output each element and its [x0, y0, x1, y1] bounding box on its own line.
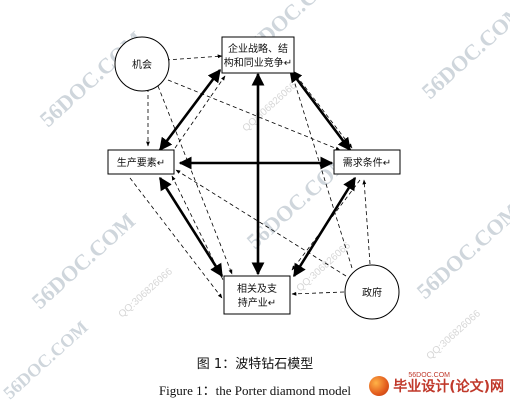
node-strategy-line2: 构和同业竞争↵	[224, 56, 292, 69]
node-government: 政府	[344, 264, 400, 320]
arrow-demand-related	[292, 176, 357, 278]
arrow-factor-related	[158, 176, 224, 278]
node-strategy-line1: 企业战略、结	[228, 42, 288, 55]
node-related: 相关及支 持产业↵	[223, 275, 291, 315]
brand-text: 毕业设计(论文)网	[393, 379, 504, 395]
node-related-line1: 相关及支	[237, 282, 277, 295]
link-government-related	[291, 291, 345, 296]
node-factor: 生产要素↵	[107, 149, 175, 175]
node-related-line2: 持产业↵	[238, 296, 276, 309]
arrow-strategy-demand	[288, 68, 352, 152]
watermark-site-6: 56DOC.COM	[412, 198, 510, 304]
watermark-qq-2: QQ:306826066	[117, 266, 176, 320]
watermark-qq-1: QQ:306826066	[241, 80, 300, 134]
link-chance-demand	[167, 79, 341, 151]
node-chance-label: 机会	[132, 58, 152, 71]
watermark-site-4: 56DOC.COM	[27, 208, 141, 314]
brand-logo-icon	[369, 376, 390, 396]
link-chance-related	[157, 85, 233, 275]
link-strategy-demand	[291, 69, 353, 149]
link-chance-strategy	[165, 54, 223, 61]
node-demand: 需求条件↵	[333, 149, 401, 175]
watermark-site-3: 56DOC.COM	[417, 0, 510, 104]
node-government-label: 政府	[362, 286, 382, 299]
link-factor-strategy	[174, 75, 226, 149]
node-chance: 机会	[114, 36, 170, 92]
figure-caption-en: Figure 1：the Porter diamond model	[158, 383, 352, 398]
arrow-strategy-factor	[158, 68, 222, 152]
node-strategy: 企业战略、结 构和同业竞争↵	[221, 36, 295, 74]
link-factor-related	[129, 177, 223, 299]
link-government-demand	[362, 179, 371, 265]
figure-caption-cn: 图 1：波特钻石模型	[196, 357, 314, 372]
node-demand-label: 需求条件↵	[343, 156, 391, 169]
node-factor-label: 生产要素↵	[117, 156, 165, 169]
brand-site-label: 56DOC.COM	[408, 372, 450, 379]
bold-links	[158, 68, 357, 278]
brand-badge: 毕业设计(论文)网	[369, 376, 504, 396]
watermark-qq-3: QQ:306826066	[295, 240, 354, 294]
